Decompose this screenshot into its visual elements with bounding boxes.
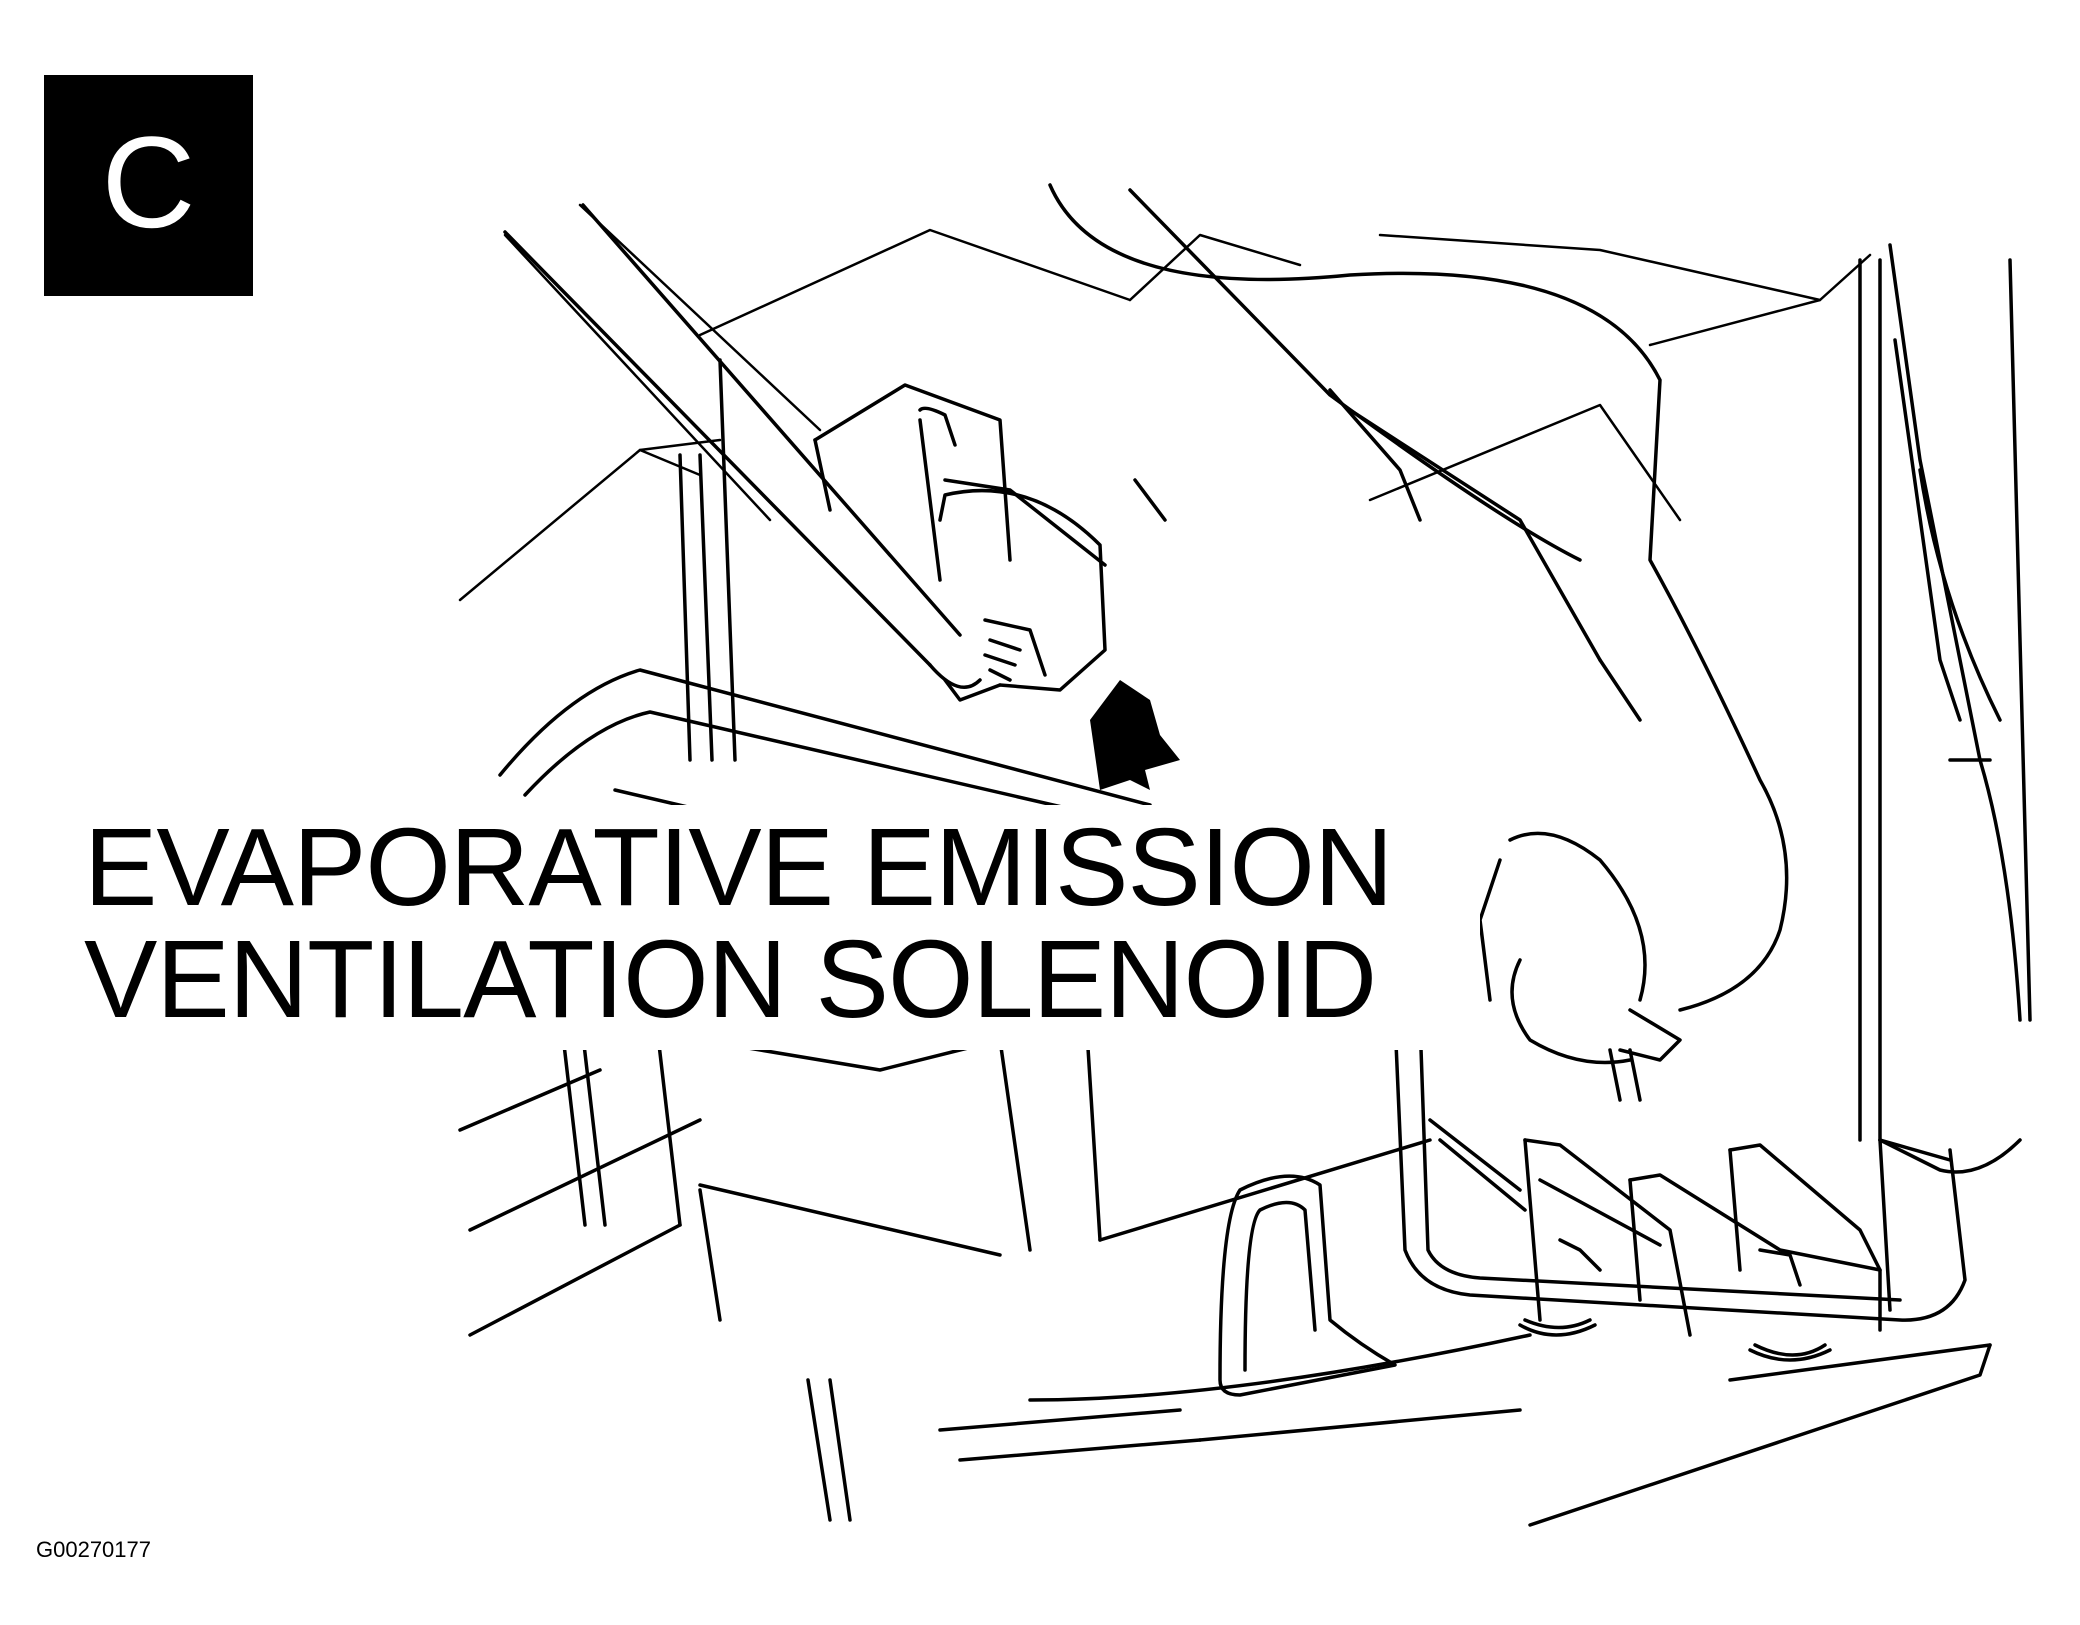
figure-id: G00270177	[36, 1537, 151, 1562]
view-badge: C	[44, 75, 253, 296]
front-bracket	[938, 1174, 1532, 1462]
callout-line-2: VENTILATION SOLENOID	[84, 918, 1377, 1041]
intake-duct	[1048, 183, 1789, 1012]
callout-knockout	[80, 805, 1480, 1050]
solenoid-body	[813, 383, 1107, 702]
hose-clamp	[1478, 831, 1682, 1102]
vacuum-hose	[503, 203, 982, 689]
component-callout: EVAPORATIVE EMISSION VENTILATION SOLENOI…	[84, 812, 1404, 1036]
right-frame	[1858, 243, 2032, 1174]
base-plate	[1393, 1018, 1992, 1527]
arrow-icon	[1090, 680, 1180, 790]
view-letter: C	[101, 108, 196, 255]
callout-line-1: EVAPORATIVE EMISSION	[84, 806, 1393, 929]
left-bracket	[458, 358, 1032, 1522]
